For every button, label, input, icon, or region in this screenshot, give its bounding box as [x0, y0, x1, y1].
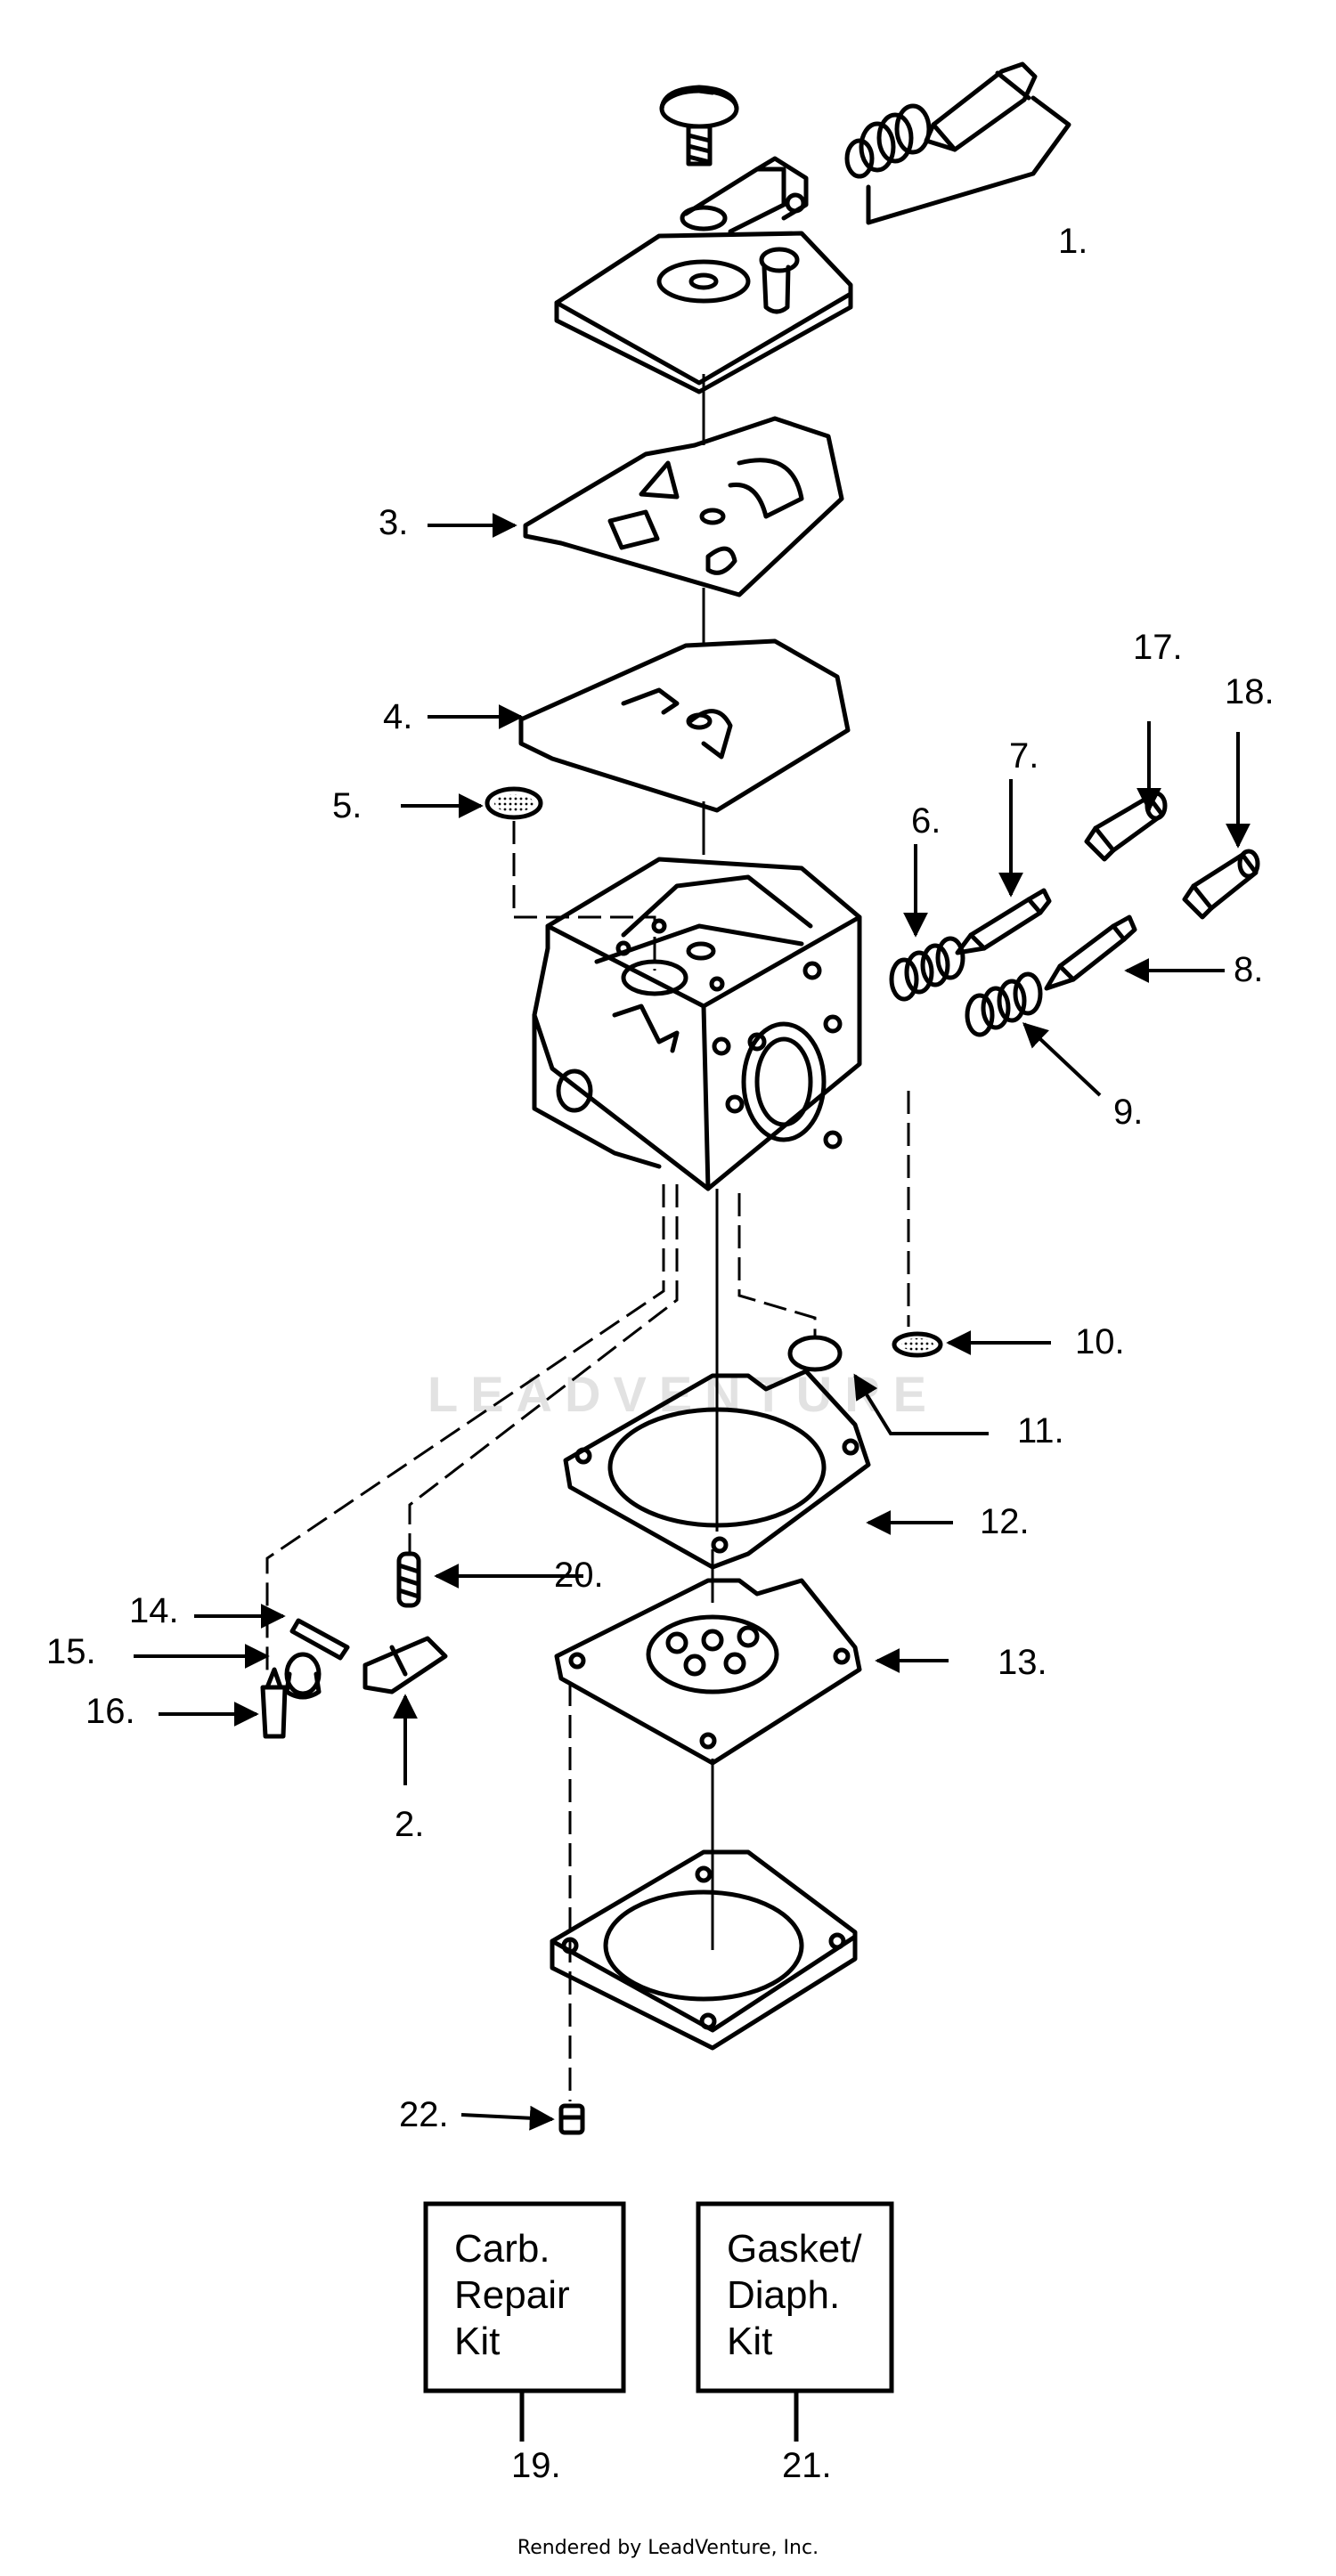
- part-spring-9: [965, 971, 1043, 1037]
- part-needle-16: [260, 1667, 288, 1739]
- callout-12: 12.: [980, 1502, 1030, 1541]
- part-plug-11: [787, 1335, 843, 1372]
- part-plug-22: [558, 2103, 585, 2135]
- callout-14: 14.: [129, 1591, 179, 1630]
- part-needle-8: [1044, 914, 1137, 991]
- callout-17: 17.: [1133, 628, 1183, 667]
- kit-gasket-line-1: Gasket/: [727, 2227, 862, 2271]
- part-cap-screw: [659, 85, 739, 167]
- callout-6: 6.: [911, 801, 941, 841]
- part-pin-14: [289, 1618, 350, 1661]
- callout-7: 7.: [1009, 736, 1039, 776]
- callout-4: 4.: [383, 697, 412, 736]
- callout-2: 2.: [395, 1805, 424, 1844]
- callout-19: 19.: [511, 2446, 561, 2485]
- kit-box-carb-repair: Carb. Repair Kit: [423, 2201, 626, 2442]
- part-diaphragm-13: [554, 1578, 862, 1766]
- callout-3: 3.: [379, 503, 408, 542]
- part-cap-18: [1182, 849, 1260, 920]
- callout-13: 13.: [998, 1643, 1047, 1682]
- callout-16: 16.: [86, 1692, 135, 1731]
- part-diaphragm-4: [518, 638, 851, 813]
- callout-8: 8.: [1234, 950, 1263, 989]
- part-bottom-cover: [550, 1849, 858, 2051]
- callout-arrows: [134, 513, 1250, 2131]
- part-gasket-3: [523, 416, 844, 597]
- kit-carb-line-1: Carb.: [454, 2227, 550, 2271]
- callout-5: 5.: [332, 786, 362, 825]
- callout-11: 11.: [1017, 1411, 1064, 1451]
- kit-carb-line-2: Repair: [454, 2273, 570, 2317]
- callout-1: 1.: [1058, 222, 1088, 261]
- part-needle-7: [955, 888, 1052, 955]
- part-screen-10: [892, 1331, 943, 1358]
- kit-gasket-line-3: Kit: [727, 2320, 772, 2363]
- callout-9: 9.: [1113, 1093, 1143, 1132]
- part-screen-5: [485, 786, 543, 820]
- callout-20: 20.: [554, 1556, 604, 1595]
- callout-18: 18.: [1225, 672, 1275, 711]
- part-spring-20: [396, 1551, 421, 1608]
- callout-labels: 1. 2. 3. 4. 5. 6. 7. 8. 9. 10. 11. 12. 1…: [46, 222, 1275, 2485]
- callout-21: 21.: [782, 2446, 832, 2485]
- kit-gasket-line-2: Diaph.: [727, 2273, 840, 2317]
- part-seat-15: [284, 1652, 322, 1700]
- assembly-centerline: [702, 374, 719, 1950]
- footer-rendered-by: Rendered by LeadVenture, Inc.: [517, 2537, 819, 2559]
- callout-15: 15.: [46, 1632, 96, 1671]
- part-idle-screw: [844, 61, 1071, 225]
- callout-10: 10.: [1075, 1322, 1125, 1361]
- callout-22: 22.: [399, 2095, 449, 2134]
- part-spring-6: [889, 936, 965, 1002]
- part-pump-cover: [554, 156, 853, 394]
- kit-carb-line-3: Kit: [454, 2320, 500, 2363]
- kit-box-gasket-diaph: Gasket/ Diaph. Kit: [696, 2201, 894, 2442]
- part-lever-2: [363, 1636, 448, 1694]
- part-cap-17: [1084, 791, 1168, 862]
- part-carb-body: [532, 857, 862, 1191]
